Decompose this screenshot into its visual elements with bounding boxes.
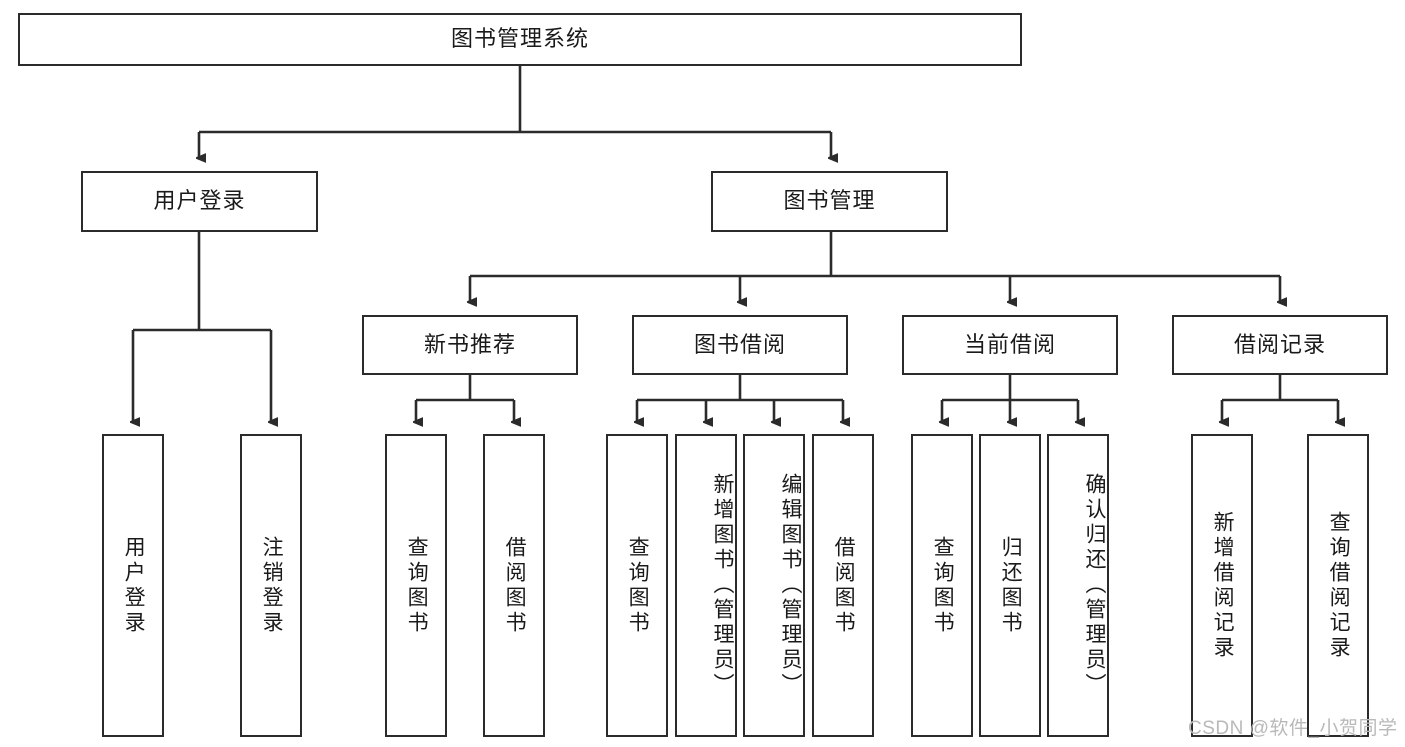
node-leaf-add-book-label: 新增图书（管理员）: [711, 473, 734, 698]
node-leaf-query-borrow-record[interactable]: 查询借阅记录: [1307, 434, 1369, 737]
node-book-borrow-label: 图书借阅: [693, 331, 786, 357]
node-new-book-recommend[interactable]: 新书推荐: [362, 315, 578, 375]
node-leaf-query-book-2[interactable]: 查询图书: [606, 434, 668, 737]
node-leaf-user-login[interactable]: 用户登录: [102, 434, 164, 737]
node-leaf-borrow-book-2[interactable]: 借阅图书: [812, 434, 874, 737]
node-leaf-query-book-1-label: 查询图书: [405, 535, 429, 636]
node-leaf-return-book-label: 归还图书: [999, 535, 1023, 636]
node-leaf-add-book[interactable]: 新增图书（管理员）: [675, 434, 737, 737]
node-leaf-query-book-3-label: 查询图书: [931, 535, 955, 636]
node-leaf-borrow-book-1[interactable]: 借阅图书: [483, 434, 545, 737]
node-borrow-record[interactable]: 借阅记录: [1172, 315, 1388, 375]
node-leaf-logout-login[interactable]: 注销登录: [240, 434, 302, 737]
node-root-label: 图书管理系统: [450, 26, 589, 52]
node-new-book-recommend-label: 新书推荐: [423, 331, 516, 357]
node-borrow-record-label: 借阅记录: [1233, 331, 1326, 357]
node-user-login-label: 用户登录: [153, 188, 246, 214]
node-current-borrow-label: 当前借阅: [963, 331, 1056, 357]
node-book-management-label: 图书管理: [783, 188, 876, 214]
node-leaf-query-book-1[interactable]: 查询图书: [385, 434, 447, 737]
node-leaf-confirm-return[interactable]: 确认归还（管理员）: [1047, 434, 1109, 737]
node-book-borrow[interactable]: 图书借阅: [632, 315, 848, 375]
node-leaf-edit-book-label: 编辑图书（管理员）: [779, 473, 802, 698]
node-leaf-query-book-2-label: 查询图书: [626, 535, 650, 636]
node-leaf-user-login-label: 用户登录: [122, 535, 146, 636]
node-user-login[interactable]: 用户登录: [81, 171, 318, 232]
node-leaf-borrow-book-2-label: 借阅图书: [832, 535, 856, 636]
node-leaf-add-borrow-record[interactable]: 新增借阅记录: [1191, 434, 1253, 737]
node-leaf-edit-book[interactable]: 编辑图书（管理员）: [743, 434, 805, 737]
node-leaf-logout-login-label: 注销登录: [260, 535, 284, 636]
csdn-watermark: CSDN @软件_小贺同学: [1188, 718, 1398, 739]
node-current-borrow[interactable]: 当前借阅: [902, 315, 1118, 375]
node-leaf-confirm-return-label: 确认归还（管理员）: [1083, 473, 1106, 698]
node-leaf-query-borrow-record-label: 查询借阅记录: [1327, 510, 1351, 661]
node-book-management[interactable]: 图书管理: [711, 171, 948, 232]
node-leaf-query-book-3[interactable]: 查询图书: [911, 434, 973, 737]
node-leaf-return-book[interactable]: 归还图书: [979, 434, 1041, 737]
node-root[interactable]: 图书管理系统: [18, 13, 1022, 66]
node-leaf-borrow-book-1-label: 借阅图书: [503, 535, 527, 636]
node-leaf-add-borrow-record-label: 新增借阅记录: [1211, 510, 1235, 661]
